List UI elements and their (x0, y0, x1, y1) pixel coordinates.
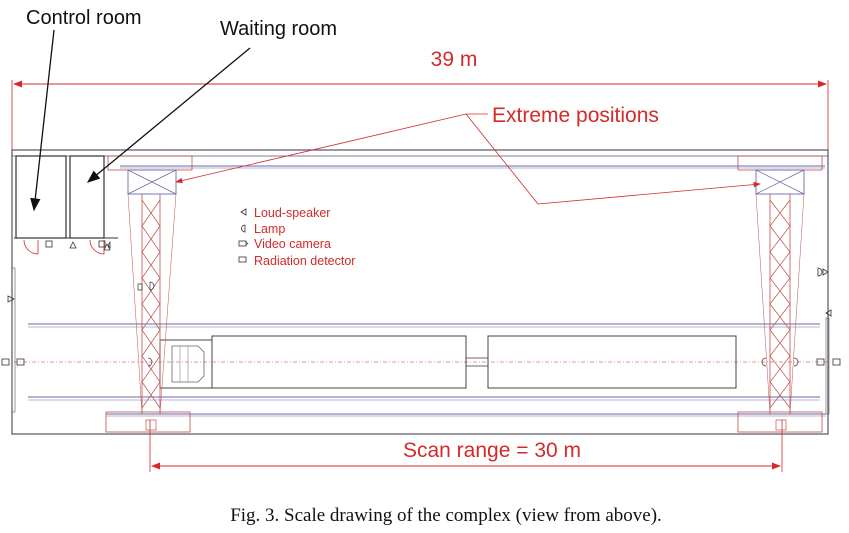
extreme-positions-label: Extreme positions (492, 104, 659, 127)
figure-caption: Fig. 3. Scale drawing of the complex (vi… (230, 505, 662, 526)
control-room-label: Control room (26, 7, 142, 29)
extreme-positions-arrows (175, 113, 761, 205)
waiting-room-arrow (86, 47, 251, 183)
door-waiting-room (89, 239, 105, 255)
legend-loud-speaker: Loud-speaker (254, 206, 330, 220)
legend-video-camera: Video camera (254, 237, 331, 251)
video-camera-icon (238, 240, 247, 247)
scan-range-dimension (149, 420, 783, 472)
scan-range-label: Scan range = 30 m (403, 439, 581, 462)
legend-radiation-detector: Radiation detector (254, 254, 355, 268)
waiting-room-label: Waiting room (220, 18, 337, 40)
lamp-icon (241, 224, 246, 233)
gantry-left (105, 155, 193, 433)
legend-lamp: Lamp (254, 222, 285, 236)
loud-speaker-icon (240, 208, 247, 216)
waiting-room (69, 155, 105, 239)
door-control-room (23, 239, 39, 255)
radiation-detector-icon (238, 256, 247, 263)
legend: Loud-speaker Lamp Video camera Radiation… (238, 206, 355, 268)
gantry-right (737, 155, 823, 433)
length-label: 39 m (431, 48, 478, 71)
control-room (15, 155, 67, 239)
control-room-arrow (30, 29, 55, 212)
length-dimension (11, 80, 829, 150)
